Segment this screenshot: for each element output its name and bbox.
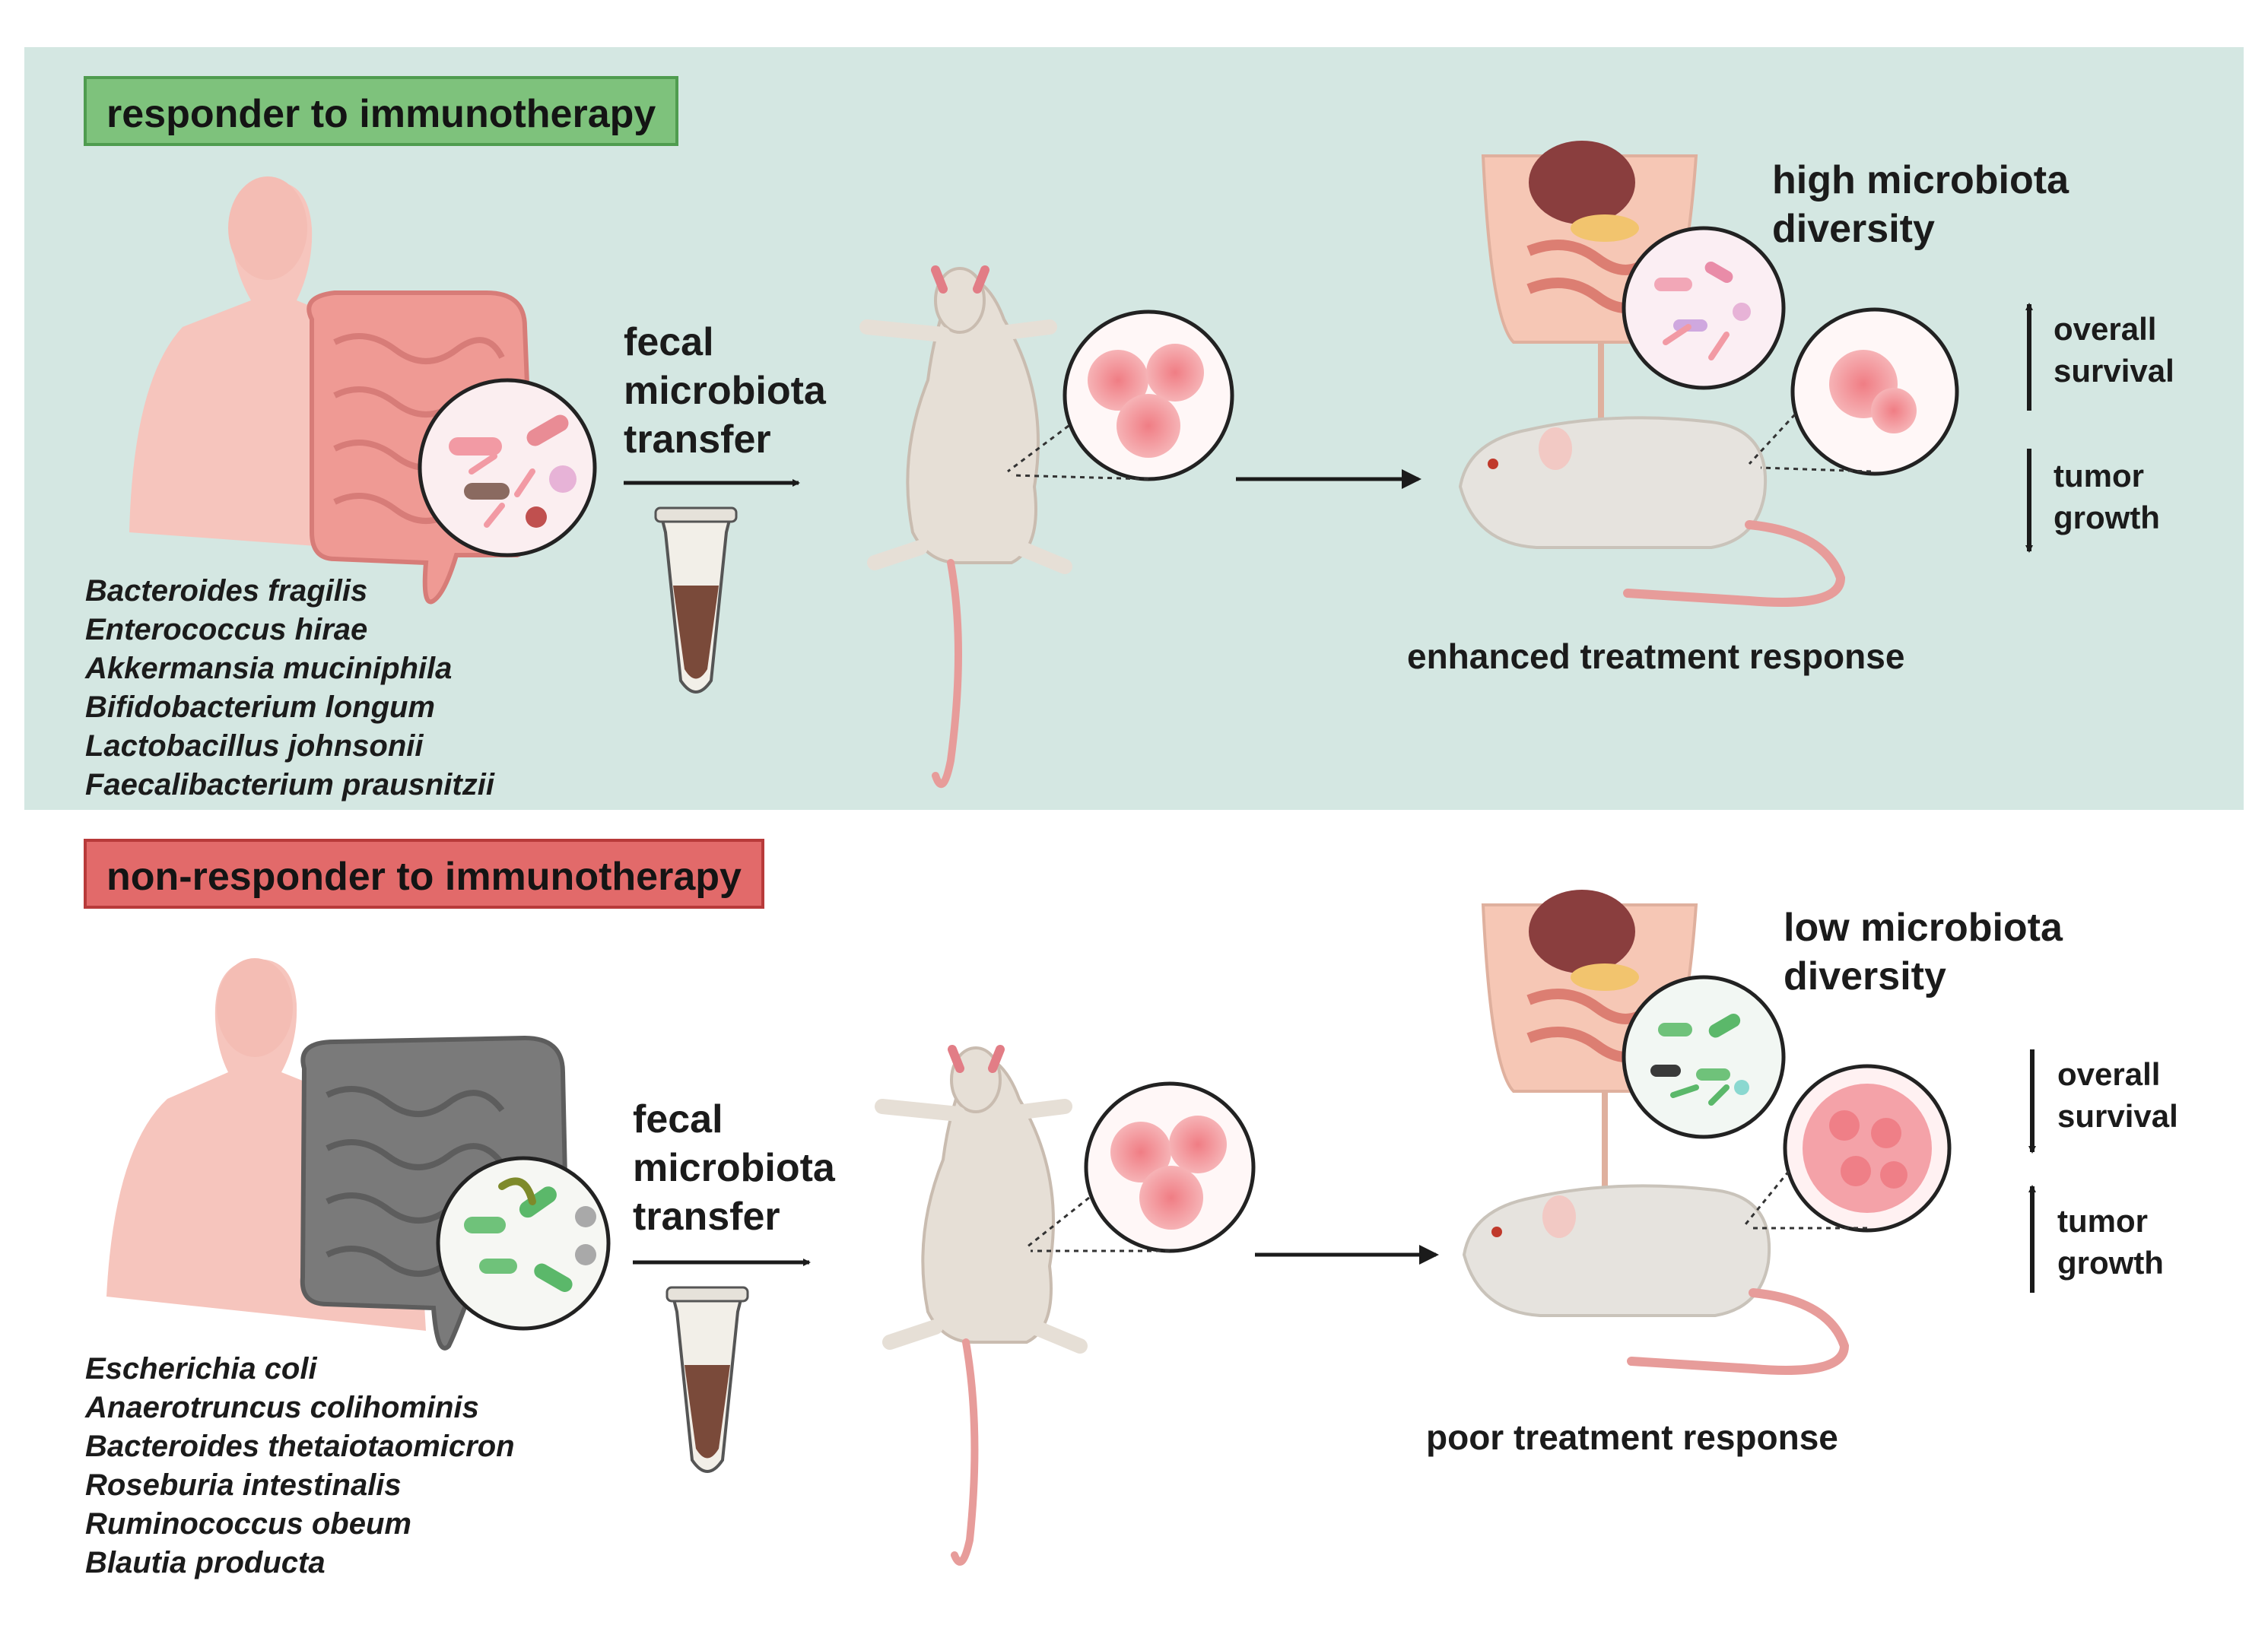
growth-label-top: tumor growth: [2054, 458, 2160, 535]
species-item: Bacteroides fragilis: [85, 574, 368, 608]
species-item: Akkermansia muciniphila: [85, 652, 453, 685]
nonresponder-badge: non-responder to immunotherapy: [84, 839, 764, 909]
species-item: Lactobacillus johnsonii: [85, 729, 424, 763]
stool-tube-top: [654, 506, 738, 694]
diversity-label-top: high microbiota diversity: [1772, 158, 2069, 251]
survival-label-bottom: overall survival: [2057, 1056, 2178, 1134]
responder-species-list: Bacteroides fragilis Enterococcus hirae …: [85, 572, 494, 805]
species-item: Bifidobacterium longum: [85, 690, 435, 724]
diversity-label-bottom: low microbiota diversity: [1784, 906, 2063, 998]
species-item: Ruminococcus obeum: [85, 1507, 411, 1541]
microbiota-circle-bottom-anatomy: [1622, 975, 1786, 1139]
tumor-circle-top-side: [1748, 307, 1959, 476]
survival-label-top: overall survival: [2054, 311, 2174, 389]
mouse-side-bottom: [1462, 1184, 1850, 1375]
stool-tube-bottom: [665, 1286, 749, 1473]
species-item: Roseburia intestinalis: [85, 1468, 402, 1502]
fmt-label-top: fecal microbiota transfer: [624, 320, 826, 462]
microbiota-circle-bottom-human: [436, 1156, 611, 1331]
mouse-dorsal-top: [859, 265, 1072, 789]
microbiota-circle-top-anatomy: [1622, 226, 1786, 390]
species-item: Enterococcus hirae: [85, 613, 368, 646]
nonresponder-species-list: Escherichia coli Anaerotruncus colihomin…: [85, 1350, 515, 1582]
growth-label-bottom: tumor growth: [2057, 1203, 2164, 1281]
microbiota-circle-top-human: [418, 378, 597, 557]
species-item: Faecalibacterium prausnitzii: [85, 768, 494, 802]
response-label-top: enhanced treatment response: [1407, 636, 1905, 676]
species-item: Blautia producta: [85, 1546, 326, 1579]
tumor-circle-top-mouse: [1007, 310, 1234, 481]
responder-badge: responder to immunotherapy: [84, 76, 679, 146]
tumor-circle-bottom-mouse: [1026, 1081, 1256, 1253]
mouse-side-top: [1458, 416, 1846, 607]
fmt-label-bottom: fecal microbiota transfer: [633, 1097, 835, 1239]
species-item: Escherichia coli: [85, 1352, 317, 1386]
mouse-dorsal-bottom: [875, 1045, 1088, 1566]
response-label-bottom: poor treatment response: [1426, 1417, 1838, 1457]
species-item: Bacteroides thetaiotaomicron: [85, 1430, 515, 1463]
tumor-circle-bottom-side: [1744, 1064, 1952, 1233]
species-item: Anaerotruncus colihominis: [85, 1391, 479, 1424]
